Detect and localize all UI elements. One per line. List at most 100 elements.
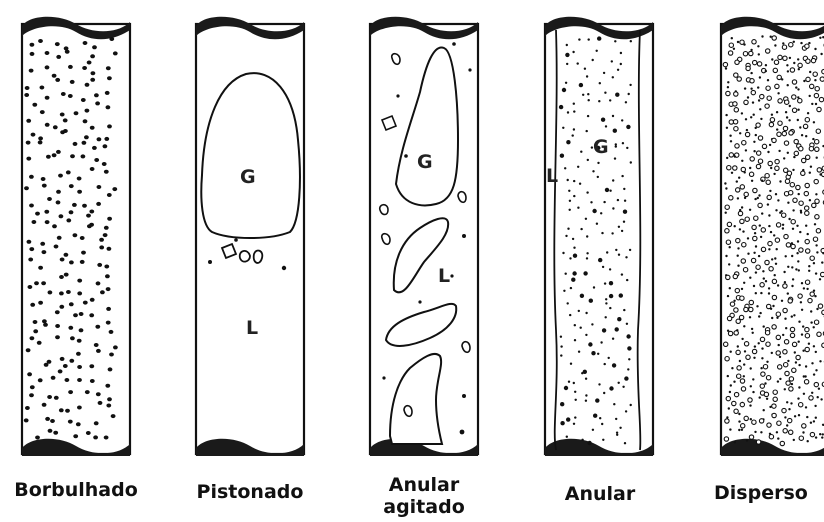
texture-dot <box>609 99 611 101</box>
texture-dot <box>560 154 564 158</box>
texture-dot <box>736 319 740 323</box>
texture-dot <box>747 96 749 98</box>
texture-dot <box>732 401 736 405</box>
texture-dot <box>784 416 786 418</box>
texture-dot <box>82 66 87 70</box>
texture-dot <box>775 238 779 242</box>
texture-dot <box>805 239 809 243</box>
texture-dot <box>817 168 821 172</box>
texture-dot <box>792 95 796 99</box>
texture-dot <box>74 111 79 115</box>
small-bubble <box>254 251 263 263</box>
texture-dot <box>763 365 767 369</box>
texture-dot <box>63 364 68 368</box>
texture-dot <box>797 240 799 242</box>
texture-dot <box>753 285 755 287</box>
texture-dot <box>804 375 806 377</box>
texture-dot <box>798 321 800 323</box>
texture-dot <box>737 374 741 378</box>
texture-dot <box>573 382 575 384</box>
texture-dot <box>73 233 78 237</box>
texture-dot <box>777 199 779 201</box>
texture-dot <box>773 68 777 72</box>
texture-dot <box>34 281 39 285</box>
texture-dot <box>604 363 606 365</box>
texture-dot <box>725 114 727 116</box>
texture-dot <box>29 247 34 251</box>
pipe-disperso <box>721 17 824 456</box>
texture-dot <box>106 105 111 109</box>
texture-dot <box>806 416 808 418</box>
texture-dot <box>759 419 763 423</box>
texture-dot <box>789 57 791 59</box>
texture-dot <box>750 79 754 83</box>
texture-dot <box>752 101 754 103</box>
texture-dot <box>793 314 795 316</box>
texture-dot <box>54 245 59 249</box>
texture-dot <box>759 76 761 78</box>
texture-dot <box>787 360 789 362</box>
texture-dot <box>50 419 55 423</box>
texture-dot <box>769 144 771 146</box>
texture-dot <box>815 436 817 438</box>
texture-dot <box>759 396 761 398</box>
texture-dot <box>790 183 794 187</box>
texture-dot <box>612 338 614 340</box>
texture-dot <box>731 37 733 39</box>
texture-dot <box>68 420 73 424</box>
texture-dot <box>798 193 800 195</box>
texture-dot <box>743 375 745 377</box>
texture-dot <box>61 92 66 96</box>
texture-dot <box>737 366 741 370</box>
texture-dot <box>728 51 732 55</box>
texture-dot <box>727 295 729 297</box>
texture-dot <box>758 159 762 163</box>
texture-dot <box>797 397 799 399</box>
texture-dot <box>750 385 752 387</box>
texture-dot <box>578 310 580 312</box>
texture-dot <box>767 423 771 427</box>
texture-dot <box>104 436 109 440</box>
texture-dot <box>799 403 803 407</box>
texture-dot <box>760 283 764 287</box>
texture-dot <box>625 256 627 258</box>
texture-dot <box>725 187 727 189</box>
texture-dot <box>37 341 42 345</box>
texture-dot <box>76 422 81 426</box>
texture-dot <box>41 281 46 285</box>
texture-dot <box>726 416 728 418</box>
texture-dot <box>726 240 730 244</box>
texture-dot <box>573 254 577 258</box>
texture-dot <box>763 277 765 279</box>
texture-dot <box>573 423 575 425</box>
texture-dot <box>623 188 625 190</box>
texture-dot <box>605 188 609 192</box>
texture-dot <box>768 214 770 216</box>
texture-dot <box>747 237 749 239</box>
texture-dot <box>792 368 796 372</box>
texture-dot <box>772 404 776 408</box>
texture-dot <box>53 125 58 129</box>
texture-dot <box>785 255 787 257</box>
gas-label: G <box>417 151 433 173</box>
texture-dot <box>30 43 35 47</box>
texture-dot <box>741 112 743 114</box>
texture-dot <box>805 365 807 367</box>
texture-dot <box>602 266 604 268</box>
texture-dot <box>80 236 85 240</box>
texture-dot <box>108 367 113 371</box>
texture-dot <box>53 431 58 435</box>
texture-dot <box>804 191 808 195</box>
texture-dot <box>107 397 112 401</box>
texture-dot <box>775 209 777 211</box>
texture-dot <box>56 150 61 154</box>
texture-dot <box>765 70 767 72</box>
texture-dot <box>740 379 744 383</box>
texture-dot <box>565 53 569 57</box>
texture-dot <box>794 139 798 143</box>
texture-dot <box>817 396 819 398</box>
texture-dot <box>749 307 753 311</box>
texture-dot <box>81 251 86 255</box>
texture-dot <box>76 352 81 356</box>
texture-dot <box>26 348 31 352</box>
